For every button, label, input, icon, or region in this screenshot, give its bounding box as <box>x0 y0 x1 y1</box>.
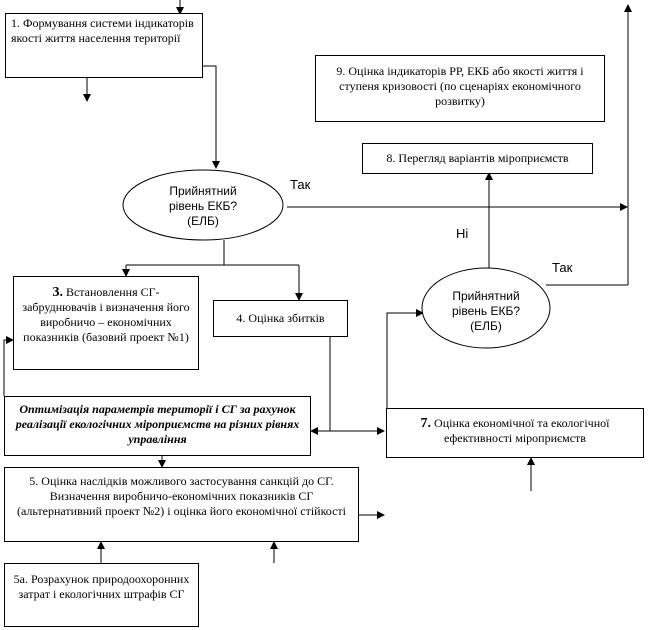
label-yes-decision2: Так <box>552 260 573 275</box>
box-4-text: 4. Оцінка збитків <box>236 311 325 325</box>
decision2-line3: (ЕЛБ) <box>470 319 502 333</box>
decision2-question: Прийнятний рівень ЕКБ? (ЕЛБ) <box>428 289 544 334</box>
decision2-line2: рівень ЕКБ? <box>451 304 520 318</box>
box-4-damage: 4. Оцінка збитків <box>213 300 348 337</box>
box-5a-costs: 5а. Розрахунок природоохоронних затрат і… <box>4 563 199 627</box>
decision2-ellipse <box>421 267 551 349</box>
box-3-polluters: 3. Встановлення СГ-забруднювачів і визна… <box>13 276 199 370</box>
box-1-indicators: 1. Формування системи індикаторів якості… <box>5 13 203 78</box>
label-no-decision2: Ні <box>456 226 469 241</box>
box-optimization: Оптимізація параметрів території і СГ за… <box>4 396 311 456</box>
arrow-box7-to-decision2 <box>386 309 424 431</box>
decision1-line3: (ЕЛБ) <box>187 214 219 228</box>
box-8-review: 8. Перегляд варіантів міроприємств <box>362 143 593 174</box>
box-7-text: Оцінка економічної та екологічної ефекти… <box>431 416 610 445</box>
box-3-number: 3. <box>52 285 63 300</box>
decision1-line2: рівень ЕКБ? <box>168 199 237 213</box>
box-5-sanctions: 5. Оцінка наслідків можливого застосуван… <box>4 467 359 542</box>
arrow-box1-to-decision1 <box>203 65 220 169</box>
decision2-line1: Прийнятний <box>452 289 520 303</box>
box-9-evaluation: 9. Оцінка індикаторів РР, ЕКБ або якості… <box>315 55 605 122</box>
box-1-text: 1. Формування системи індикаторів якості… <box>11 16 194 45</box>
box-7-number: 7. <box>420 416 432 431</box>
box-8-text: 8. Перегляд варіантів міроприємств <box>386 151 569 165</box>
box-5a-text: 5а. Розрахунок природоохоронних затрат і… <box>13 572 190 601</box>
decision1-ellipse <box>122 169 284 241</box>
box-optimization-text: Оптимізація параметрів території і СГ за… <box>15 402 300 446</box>
arrow-feedback-box3 <box>3 336 14 396</box>
box-3-text: Встановлення СГ-забруднювачів і визначен… <box>22 285 190 344</box>
box-9-text: 9. Оцінка індикаторів РР, ЕКБ або якості… <box>336 64 584 108</box>
box-5-text: 5. Оцінка наслідків можливого застосуван… <box>16 474 347 518</box>
decision1-question: Прийнятний рівень ЕКБ? (ЕЛБ) <box>135 184 271 229</box>
box-7-efficiency: 7. Оцінка економічної та екологічної ефе… <box>386 408 644 458</box>
label-yes-decision1: Так <box>290 177 311 192</box>
decision1-line1: Прийнятний <box>169 184 237 198</box>
